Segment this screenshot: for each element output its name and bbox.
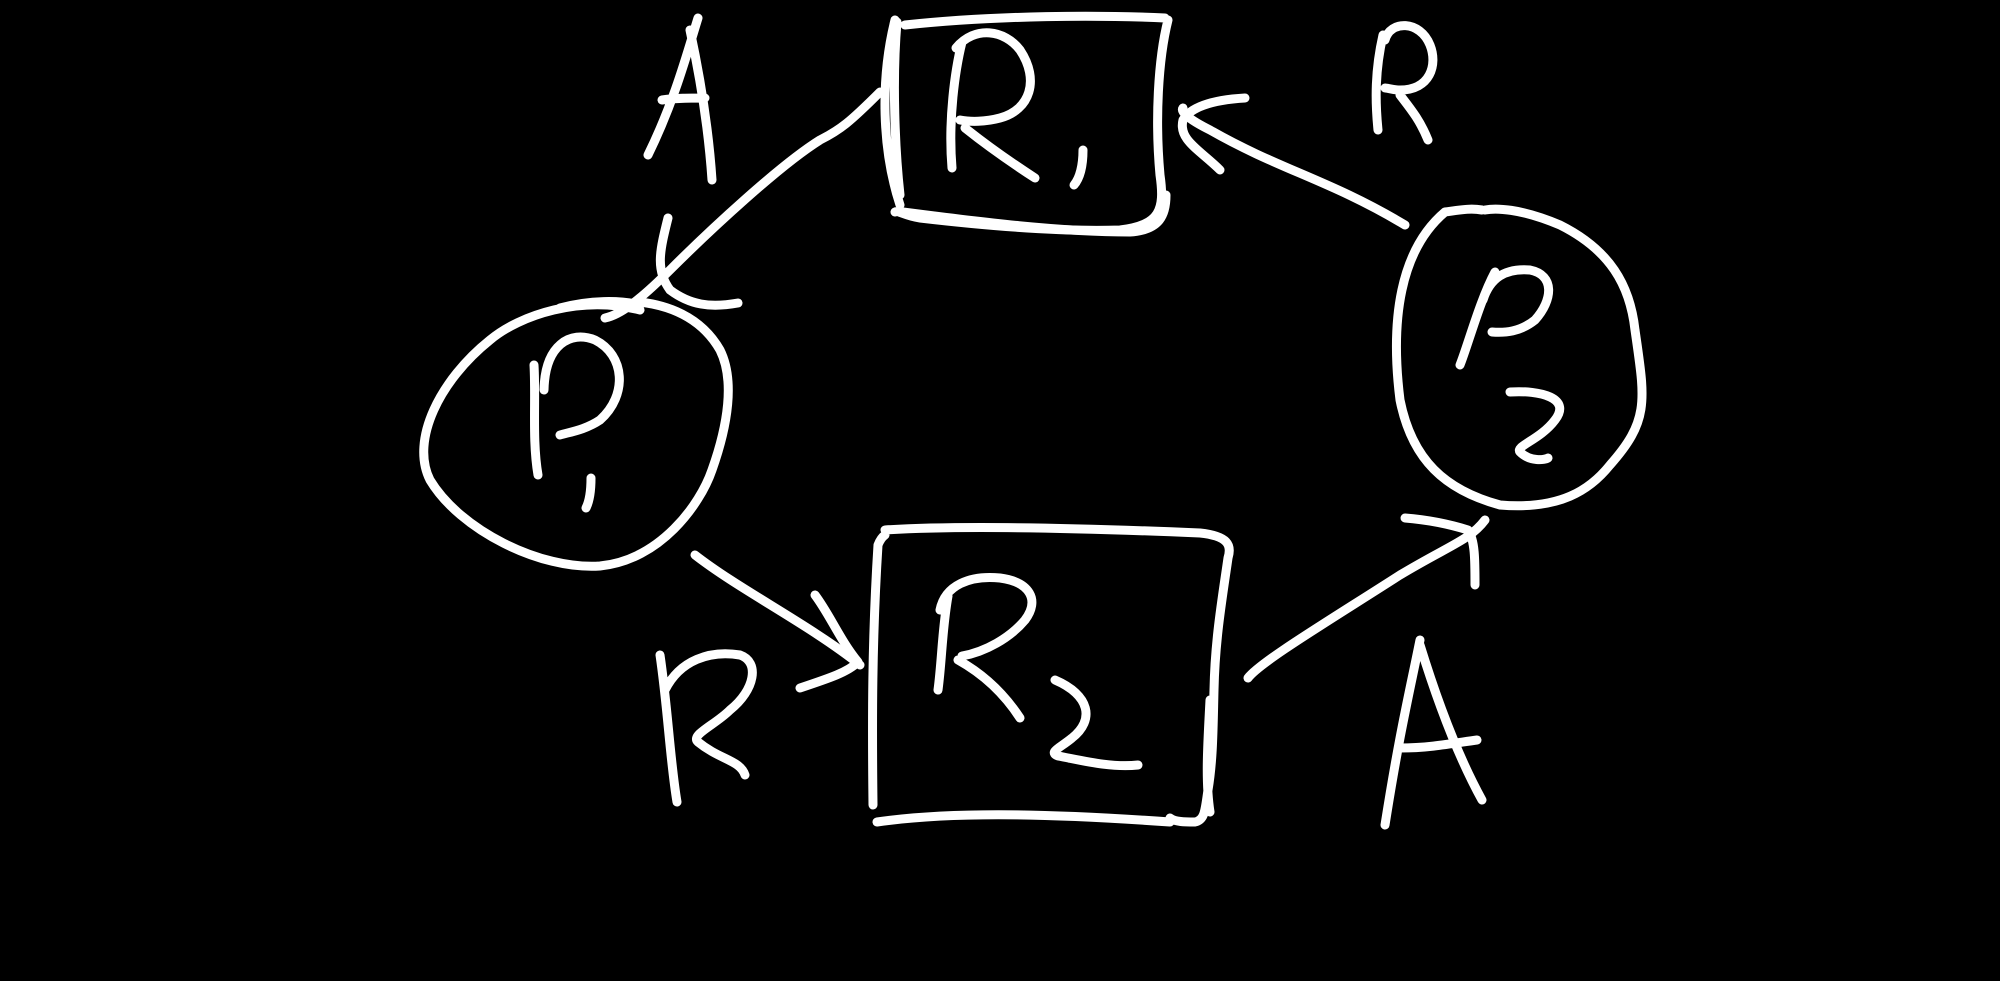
edge-r1-to-p1-arrowhead: [655, 213, 743, 310]
edge-p1-to-r2-label: [655, 649, 757, 807]
resource-r2-subscript: [1049, 675, 1143, 771]
edge-p2-to-r1-arrowhead: [1177, 93, 1250, 175]
resource-r1-label: [946, 28, 1088, 190]
process-p2-letter: [1455, 265, 1554, 370]
process-p2-label: [1455, 265, 1565, 465]
resource-r2: [868, 522, 1234, 827]
edge-p1-to-r2-line: [690, 550, 865, 670]
edge-p2-to-r1-label: [1371, 21, 1438, 145]
resource-r2-letter: [933, 572, 1037, 723]
edge-r2-to-p2-line: [1243, 515, 1490, 683]
edge-p2-to-r1: [1177, 21, 1438, 230]
process-p1-letter: [529, 332, 624, 480]
resource-r2-label: [933, 572, 1143, 771]
resource-r2-box: [868, 522, 1234, 827]
process-p2-circle: [1392, 204, 1647, 511]
edge-r2-to-p2-arrowhead: [1400, 513, 1480, 590]
edge-p1-to-r2: [655, 550, 865, 807]
edge-r1-to-p1-line: [600, 87, 885, 323]
edge-r1-to-p1-label: [643, 13, 717, 185]
edge-r2-to-p2: [1243, 513, 1490, 830]
resource-r1: [880, 11, 1173, 237]
process-p2: [1392, 204, 1647, 511]
resource-r1-box: [880, 11, 1173, 235]
edge-r2-to-p2-label: [1380, 635, 1487, 830]
resource-r1-letter: [946, 28, 1040, 183]
process-p2-subscript: [1505, 387, 1565, 465]
process-p1-subscript: [581, 473, 596, 513]
edge-r1-to-p1: [600, 13, 885, 323]
resource-r1-subscript: [1069, 145, 1088, 190]
edge-p1-to-r2-arrowhead: [795, 590, 863, 693]
process-p1: [419, 297, 733, 571]
process-p1-label: [529, 332, 624, 513]
